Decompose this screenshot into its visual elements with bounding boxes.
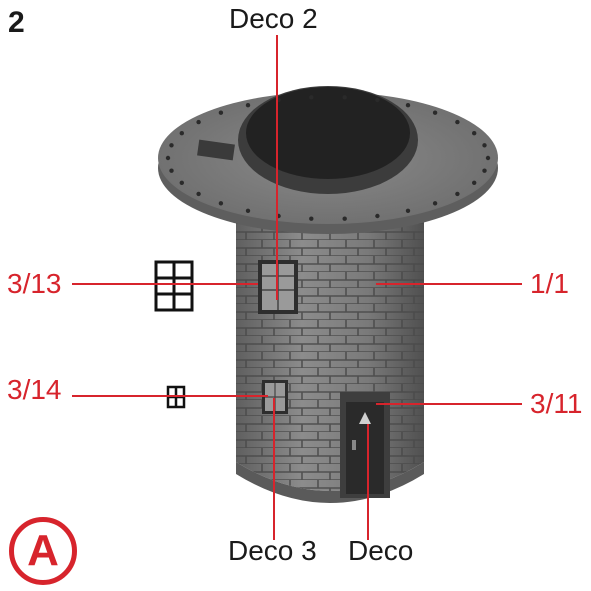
flange-hole: [218, 110, 224, 115]
assembly-badge: A: [9, 517, 77, 585]
flange-hole: [169, 143, 174, 148]
flange-hole: [482, 168, 487, 173]
flange-hole: [342, 95, 347, 100]
flange-hole: [218, 201, 224, 206]
flange-hole: [169, 168, 174, 173]
flange-hole: [472, 180, 477, 185]
label-3-14: 3/14: [7, 374, 62, 405]
flange-hole: [405, 103, 411, 108]
flange-hole: [455, 191, 460, 197]
callout-lines: [72, 35, 522, 540]
flange-hole: [455, 119, 460, 125]
flange-hole: [179, 180, 184, 185]
flange-hole: [196, 119, 201, 125]
flange-hole: [309, 95, 314, 100]
flange-hole: [432, 110, 438, 115]
flange-hole: [405, 208, 411, 213]
tower-body: [236, 205, 424, 503]
label-1-1: 1/1: [530, 268, 569, 299]
flange-hole: [245, 208, 251, 213]
flange-hole: [196, 191, 201, 197]
step-number: 2: [8, 6, 25, 39]
flange-hole: [245, 103, 251, 108]
top-flange: [158, 86, 498, 234]
flange-hole: [309, 216, 314, 221]
tower-door: [340, 392, 390, 498]
window-part-3-13: [154, 260, 194, 312]
flange-hole: [482, 143, 487, 148]
label-deco-2: Deco 2: [229, 3, 318, 34]
flange-hole: [165, 155, 171, 161]
flange-hole: [342, 216, 347, 221]
flange-hole: [375, 213, 380, 219]
flange-hole: [179, 131, 184, 136]
label-deco-3: Deco 3: [228, 535, 317, 566]
flange-hole: [432, 201, 438, 206]
label-deco: Deco: [348, 535, 414, 566]
flange-hole: [472, 131, 477, 136]
flange-hole: [485, 155, 491, 161]
label-3-11: 3/11: [530, 388, 583, 419]
flange-hole: [375, 97, 380, 103]
label-3-13: 3/13: [7, 268, 62, 299]
